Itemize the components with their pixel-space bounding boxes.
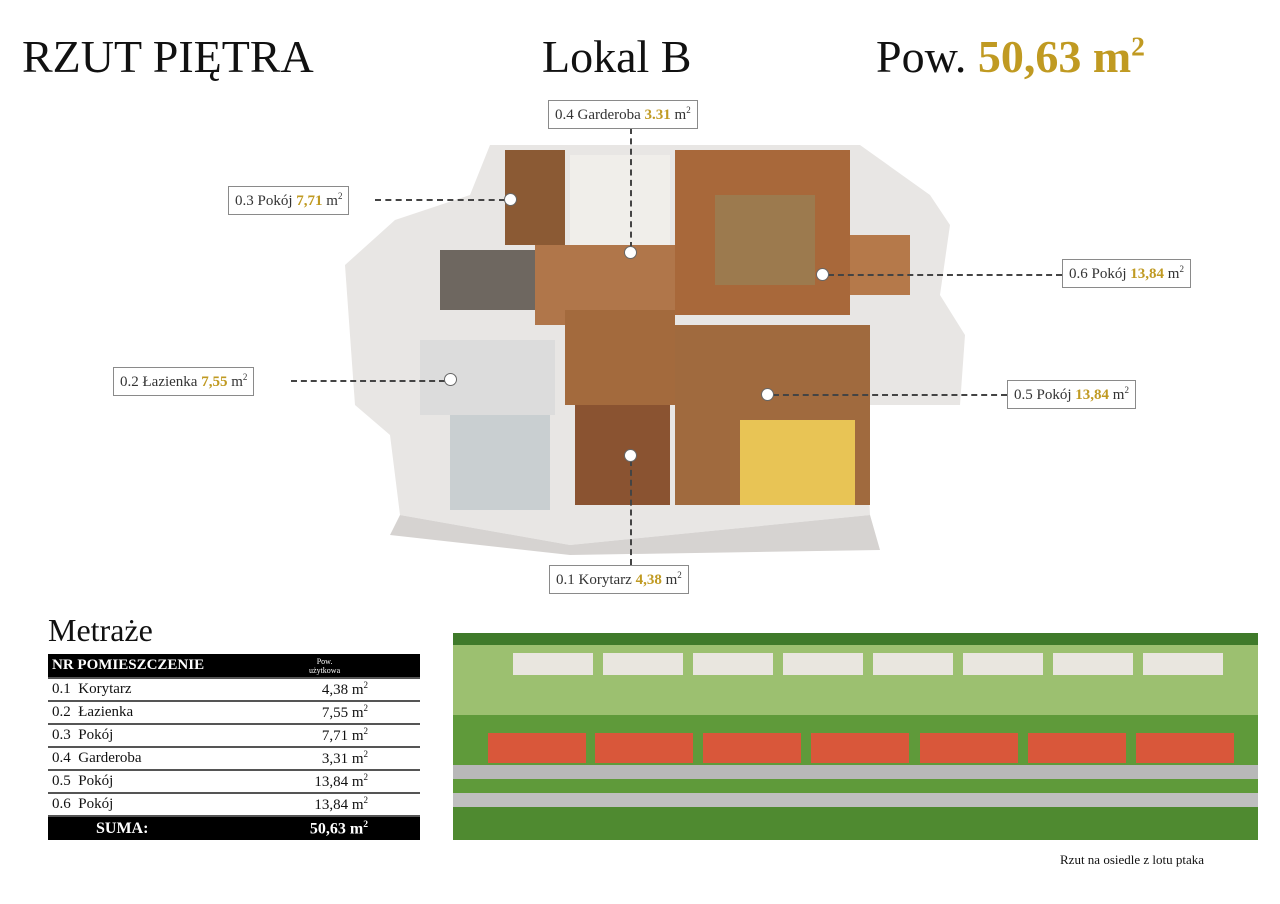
unit-name: Lokal B: [542, 31, 692, 82]
room-label-korytarz: 0.1 Korytarz 4,38 m2: [549, 565, 689, 594]
total-area: Pow. 50,63 m2: [876, 30, 1145, 83]
area-value: 50,63 m2: [977, 30, 1145, 82]
room-label-garderoba: 0.4 Garderoba 3.31 m2: [548, 100, 698, 129]
room-label-pokoj-05: 0.5 Pokój 13,84 m2: [1007, 380, 1136, 409]
aerial-view-image: [453, 633, 1258, 840]
leader-line: [375, 199, 505, 201]
table-title: Metraże: [48, 612, 153, 648]
page-title: RZUT PIĘTRA: [22, 31, 314, 82]
room-marker: [624, 246, 637, 259]
leader-line: [630, 460, 632, 565]
room-marker: [816, 268, 829, 281]
floor-plan-render: [345, 145, 965, 555]
leader-line: [773, 394, 1007, 396]
room-label-pokoj-03: 0.3 Pokój 7,71 m2: [228, 186, 350, 215]
table-sum-row: SUMA:50,63 m2: [48, 816, 420, 840]
room-marker: [444, 373, 457, 386]
room-marker: [624, 449, 637, 462]
room-label-pokoj-06: 0.6 Pokój 13,84 m2: [1062, 259, 1191, 288]
room-marker: [761, 388, 774, 401]
leader-line: [828, 274, 1062, 276]
room-label-lazienka: 0.2 Łazienka 7,55 m2: [113, 367, 255, 396]
area-label: Pow.: [876, 31, 967, 82]
leader-line: [291, 380, 445, 382]
leader-line: [630, 128, 632, 248]
aerial-caption: Rzut na osiedle z lotu ptaka: [1060, 852, 1205, 867]
room-marker: [504, 193, 517, 206]
